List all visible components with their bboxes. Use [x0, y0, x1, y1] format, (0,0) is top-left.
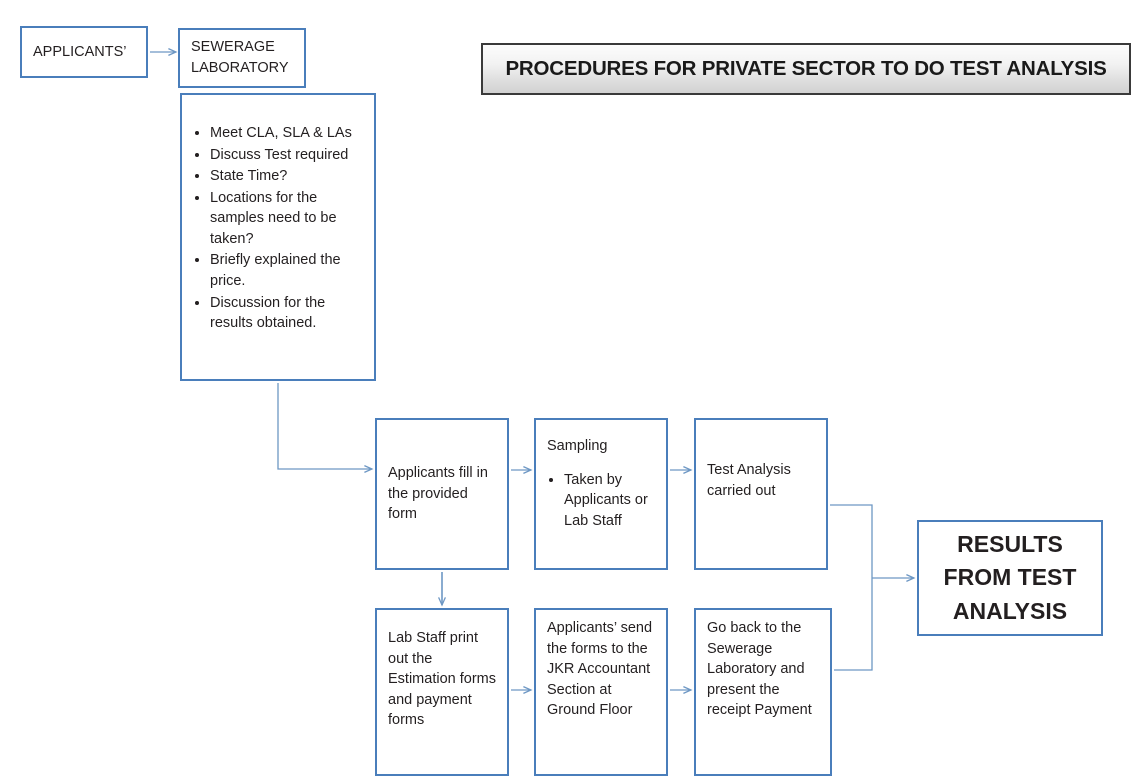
node-sewerage-laboratory[interactable]: SEWERAGE LABORATORY: [178, 28, 306, 88]
node-test-analysis[interactable]: Test Analysis carried out: [694, 418, 828, 570]
node-send-forms-accountant[interactable]: Applicants’ send the forms to the JKR Ac…: [534, 608, 668, 776]
node-go-back-present-receipt[interactable]: Go back to the Sewerage Laboratory and p…: [694, 608, 832, 776]
list-item: Discuss Test required: [210, 145, 363, 166]
line-go-back-to-merge: [834, 578, 873, 671]
node-applicants-fill-form[interactable]: Applicants fill in the provided form: [375, 418, 509, 570]
node-meeting-checklist[interactable]: Meet CLA, SLA & LAs Discuss Test require…: [180, 93, 376, 381]
list-item: Meet CLA, SLA & LAs: [210, 123, 363, 144]
node-lab-staff-print-label: Lab Staff print out the Estimation forms…: [388, 630, 496, 729]
node-send-forms-accountant-label: Applicants’ send the forms to the JKR Ac…: [547, 620, 653, 719]
node-test-analysis-label: Test Analysis carried out: [707, 462, 791, 499]
node-sewerage-laboratory-label: SEWERAGE LABORATORY: [191, 39, 289, 76]
arrow-checklist-to-fill-form: [277, 383, 372, 469]
node-go-back-present-receipt-label: Go back to the Sewerage Laboratory and p…: [707, 620, 812, 719]
node-lab-staff-print[interactable]: Lab Staff print out the Estimation forms…: [375, 608, 509, 776]
node-sampling-heading: Sampling: [547, 438, 608, 454]
node-results-from-test-analysis[interactable]: RESULTS FROM TEST ANALYSIS: [917, 520, 1103, 636]
page-title: PROCEDURES FOR PRIVATE SECTOR TO DO TEST…: [505, 57, 1107, 80]
meeting-checklist-list: Meet CLA, SLA & LAs Discuss Test require…: [193, 123, 363, 335]
node-applicants-label: APPLICANTS’: [33, 43, 127, 60]
node-sampling[interactable]: Sampling Taken by Applicants or Lab Staf…: [534, 418, 668, 570]
line-test-analysis-to-merge: [830, 504, 873, 578]
list-item: Taken by Applicants or Lab Staff: [564, 470, 655, 532]
list-item: Locations for the samples need to be tak…: [210, 188, 363, 250]
node-applicants[interactable]: APPLICANTS’: [20, 26, 148, 78]
list-item: State Time?: [210, 166, 363, 187]
node-results-label: RESULTS FROM TEST ANALYSIS: [943, 530, 1077, 624]
page-title-banner: PROCEDURES FOR PRIVATE SECTOR TO DO TEST…: [481, 43, 1131, 95]
sampling-list: Taken by Applicants or Lab Staff: [547, 470, 655, 532]
list-item: Briefly explained the price.: [210, 250, 363, 291]
node-applicants-fill-form-label: Applicants fill in the provided form: [388, 465, 488, 523]
list-item: Discussion for the results obtained.: [210, 293, 363, 334]
